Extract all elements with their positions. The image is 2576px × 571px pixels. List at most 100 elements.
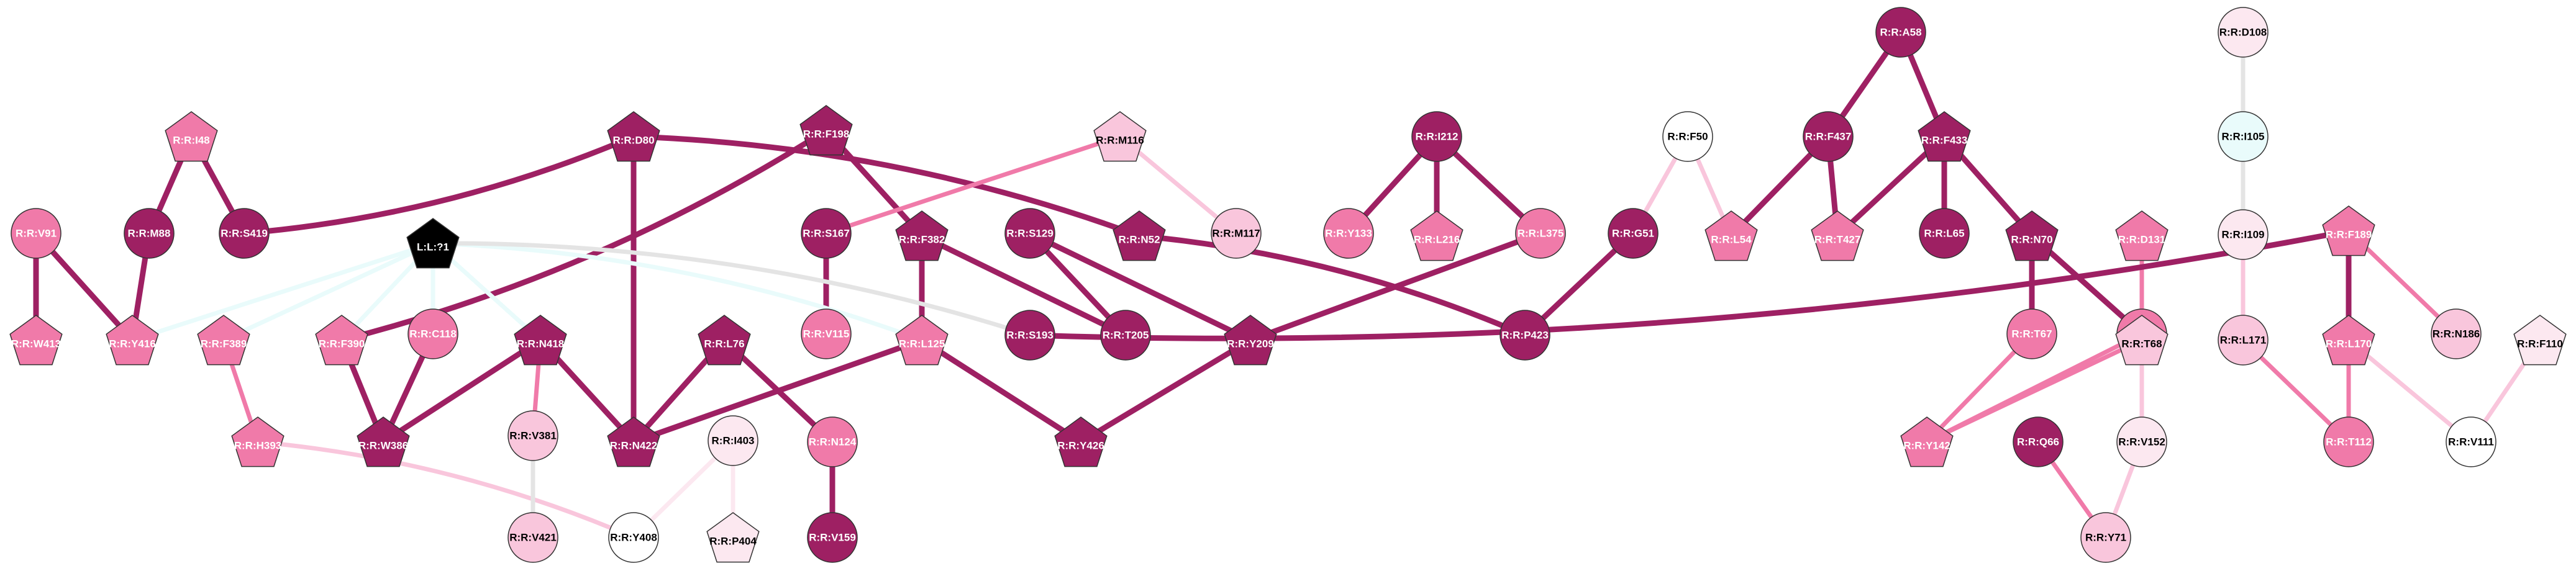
node-r-r-l216[interactable]: R:R:L216	[1410, 210, 1463, 261]
node-label: R:R:Y416	[109, 338, 156, 350]
node-r-r-l65[interactable]: R:R:L65	[1919, 208, 1970, 259]
node-r-r-d80[interactable]: R:R:D80	[607, 111, 660, 162]
node-r-r-v159[interactable]: R:R:V159	[807, 512, 858, 563]
node-r-r-f110[interactable]: R:R:F110	[2513, 315, 2567, 366]
node-r-r-t68[interactable]: R:R:T68	[2115, 315, 2169, 366]
node-label: R:R:N422	[610, 440, 658, 452]
edge-m116-s167	[824, 134, 1122, 236]
node-r-r-i403[interactable]: R:R:I403	[708, 415, 758, 466]
node-label: R:R:V381	[509, 430, 557, 442]
node-r-r-l171[interactable]: R:R:L171	[2218, 315, 2269, 366]
node-label: R:R:Q66	[2017, 436, 2059, 448]
node-r-r-v152[interactable]: R:R:V152	[2116, 416, 2167, 467]
node-r-r-n418[interactable]: R:R:N418	[514, 315, 567, 366]
node-r-r-n422[interactable]: R:R:N422	[607, 416, 660, 467]
node-r-r-m88[interactable]: R:R:M88	[124, 208, 175, 259]
node-r-r-s193[interactable]: R:R:S193	[1004, 310, 1055, 361]
node-r-r-s167[interactable]: R:R:S167	[801, 208, 852, 259]
node-r-r-n70[interactable]: R:R:N70	[2005, 210, 2059, 261]
node-r-r-f437[interactable]: R:R:F437	[1803, 111, 1854, 162]
node-r-r-y133[interactable]: R:R:Y133	[1323, 208, 1374, 259]
node-r-r-d108[interactable]: R:R:D108	[2218, 7, 2269, 58]
node-r-r-w413[interactable]: R:R:W413	[9, 315, 63, 366]
node-r-r-y209[interactable]: R:R:Y209	[1224, 315, 1277, 366]
node-r-r-s419[interactable]: R:R:S419	[219, 208, 270, 259]
node-r-r-f198[interactable]: R:R:F198	[799, 105, 853, 156]
circle-node-shape	[1211, 208, 1262, 259]
node-r-r-v421[interactable]: R:R:V421	[507, 512, 558, 563]
node-r-r-p423[interactable]: R:R:P423	[1500, 310, 1550, 361]
node-r-r-v381[interactable]: R:R:V381	[507, 410, 558, 461]
node-r-r-q66[interactable]: R:R:Q66	[2013, 416, 2064, 467]
node-label: R:R:L375	[1518, 228, 1564, 240]
edge-y209-y426	[1078, 337, 1254, 445]
pentagon-node-shape	[1918, 111, 1971, 162]
node-r-r-f382[interactable]: R:R:F382	[895, 210, 949, 261]
node-r-r-i109[interactable]: R:R:I109	[2218, 209, 2269, 260]
node-r-r-l54[interactable]: R:R:L54	[1704, 210, 1758, 261]
node-r-r-t205[interactable]: R:R:T205	[1100, 310, 1151, 361]
node-r-r-y71[interactable]: R:R:Y71	[2080, 512, 2131, 563]
circle-node-shape	[807, 512, 858, 563]
node-label: R:R:T205	[1103, 330, 1149, 341]
edge-l125-y426	[919, 337, 1084, 445]
node-r-r-v115[interactable]: R:R:V115	[801, 308, 852, 359]
node-r-r-i212[interactable]: R:R:I212	[1411, 111, 1462, 162]
node-r-r-y416[interactable]: R:R:Y416	[106, 315, 159, 366]
node-r-r-l375[interactable]: R:R:L375	[1515, 208, 1566, 259]
node-r-r-h393[interactable]: R:R:H393	[231, 416, 284, 467]
edge-lig-l125	[430, 241, 924, 343]
pentagon-node-shape	[895, 210, 949, 261]
node-label: R:R:Y408	[610, 532, 657, 544]
node-r-r-s129[interactable]: R:R:S129	[1004, 208, 1055, 259]
node-r-r-f50[interactable]: R:R:F50	[1662, 111, 1713, 162]
node-r-r-i48[interactable]: R:R:I48	[165, 111, 218, 162]
circle-node-shape	[1323, 208, 1374, 259]
node-r-r-v91[interactable]: R:R:V91	[11, 208, 61, 259]
node-r-r-f189[interactable]: R:R:F189	[2322, 205, 2375, 256]
node-label: R:R:I105	[2222, 131, 2265, 143]
node-r-r-t427[interactable]: R:R:T427	[1811, 210, 1864, 261]
node-r-r-t112[interactable]: R:R:T112	[2323, 416, 2374, 467]
circle-node-shape	[507, 410, 558, 461]
edge-d80-s419	[241, 133, 637, 236]
circle-node-shape	[219, 208, 270, 259]
pentagon-node-shape	[1093, 111, 1147, 162]
node-r-r-y426[interactable]: R:R:Y426	[1054, 416, 1108, 467]
pentagon-node-shape	[231, 416, 284, 467]
node-r-r-y142[interactable]: R:R:Y142	[1900, 416, 1954, 467]
node-r-r-f389[interactable]: R:R:F389	[197, 315, 250, 366]
node-r-r-y408[interactable]: R:R:Y408	[608, 512, 659, 563]
node-label: R:R:L171	[2220, 335, 2267, 346]
node-r-r-f390[interactable]: R:R:F390	[315, 315, 368, 366]
node-r-r-d131[interactable]: R:R:D131	[2115, 210, 2169, 261]
node-r-r-g51[interactable]: R:R:G51	[1608, 208, 1659, 259]
node-label: R:R:I48	[173, 135, 210, 146]
node-r-r-l125[interactable]: R:R:L125	[895, 315, 949, 366]
node-r-r-v111[interactable]: R:R:V111	[2446, 416, 2496, 467]
node-r-r-t67[interactable]: R:R:T67	[2006, 308, 2057, 359]
node-r-r-m116[interactable]: R:R:M116	[1093, 111, 1147, 162]
edge-f382-t205	[919, 233, 1129, 338]
node-r-r-f433[interactable]: R:R:F433	[1918, 111, 1971, 162]
node-r-r-m117[interactable]: R:R:M117	[1211, 208, 1262, 259]
node-r-r-l170[interactable]: R:R:L170	[2322, 315, 2375, 366]
node-r-r-n186[interactable]: R:R:N186	[2431, 308, 2482, 359]
edge-h393-y408	[255, 439, 636, 540]
node-r-r-p404[interactable]: R:R:P404	[706, 512, 760, 563]
node-r-r-n124[interactable]: R:R:N124	[807, 416, 858, 467]
node-label: R:R:G51	[1612, 228, 1654, 240]
node-label: R:R:L54	[1711, 234, 1752, 246]
node-r-r-a58[interactable]: R:R:A58	[1875, 7, 1926, 58]
node-l-l-1[interactable]: L:L:?1	[406, 218, 460, 269]
node-r-r-w386[interactable]: R:R:W386	[357, 416, 410, 467]
node-label: R:R:P423	[1501, 330, 1549, 341]
circle-node-shape	[1515, 208, 1566, 259]
node-r-r-l76[interactable]: R:R:L76	[698, 315, 751, 366]
node-r-r-i105[interactable]: R:R:I105	[2218, 111, 2269, 162]
node-label: R:R:F189	[2326, 229, 2372, 241]
edge-l375-y209	[1247, 230, 1544, 343]
node-r-r-n52[interactable]: R:R:N52	[1113, 210, 1166, 261]
node-r-r-c118[interactable]: R:R:C118	[407, 308, 458, 359]
